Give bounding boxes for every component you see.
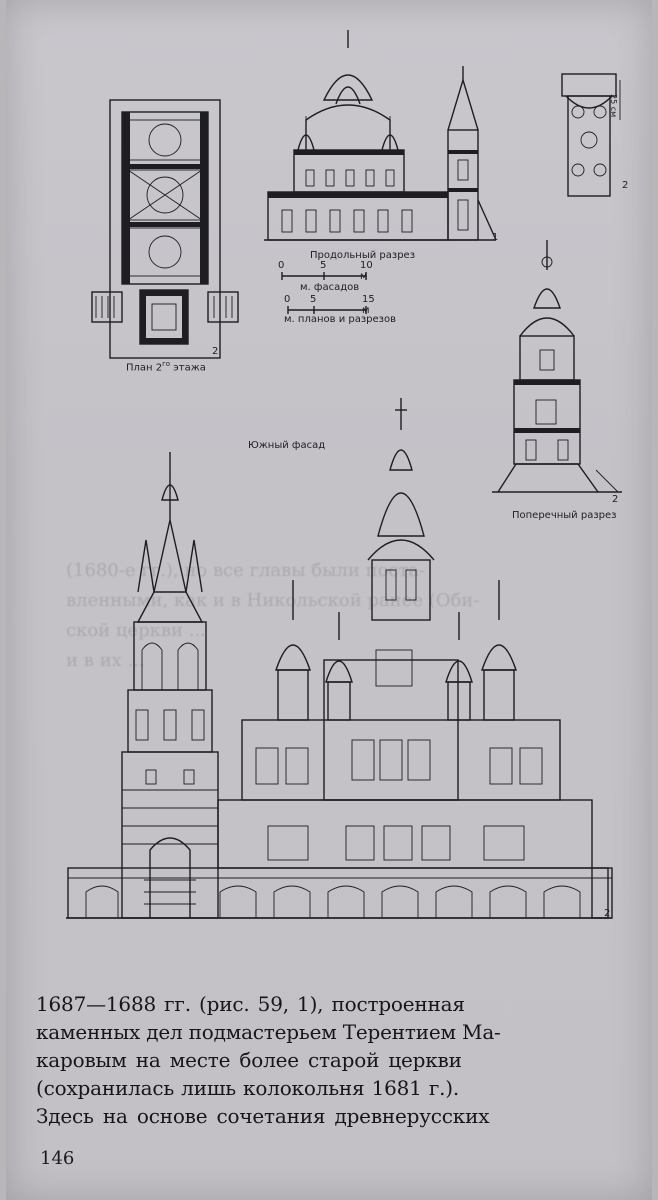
show-through-text: (1680-е гг.), но все главы были поста- в… [66,560,480,671]
plan-scale-tick-2: 15 м [362,294,375,316]
cross-section-caption: Поперечный разрез [512,510,617,521]
text-line-1: 1687—1688 гг. (рис. 59, 1), построенная [36,992,465,1016]
text-line-2: каменных дел подмастерьем Терентием Ма- [36,1020,501,1044]
capital-dimension: 25 см [609,94,618,118]
facade-scale-tick-1: 5 [320,260,327,271]
longitudinal-section-drawing [264,30,497,314]
architectural-drawings [66,30,622,919]
capital-detail-drawing [561,73,621,197]
book-page: (1680-е гг.), но все главы были поста- в… [6,0,652,1200]
south-facade-caption: Южный фасад [248,440,326,451]
plan-scale-tick-1: 5 [310,294,317,305]
facade-scale-tick-0: 0 [278,260,285,271]
text-line-5: Здесь на основе сочетания древнерусских [36,1104,490,1128]
page-number: 146 [40,1148,75,1169]
floor-plan-drawing [91,99,239,359]
cross-section-drawing [492,240,622,493]
plan-caption: План 2го этажа [126,360,206,374]
text-line-3: каровым на месте более старой церкви [36,1048,462,1072]
plan-marker: 2 [212,346,219,357]
long-section-caption: Продольный разрез [310,250,416,261]
facade-scale-caption: м. фасадов [300,282,360,293]
long-section-marker: 1 [492,232,499,243]
cross-section-marker: 2 [612,494,619,505]
facade-marker: 2 [604,908,611,919]
text-line-4: (сохранилась лишь колокольня 1681 г.). [36,1076,460,1100]
plan-scale-caption: м. планов и разрезов [284,314,396,325]
south-facade-drawing [66,398,613,919]
plan-scale-tick-0: 0 [284,294,291,305]
capital-marker: 2 [622,180,629,191]
facade-scale-tick-2: 10 м [360,260,373,282]
